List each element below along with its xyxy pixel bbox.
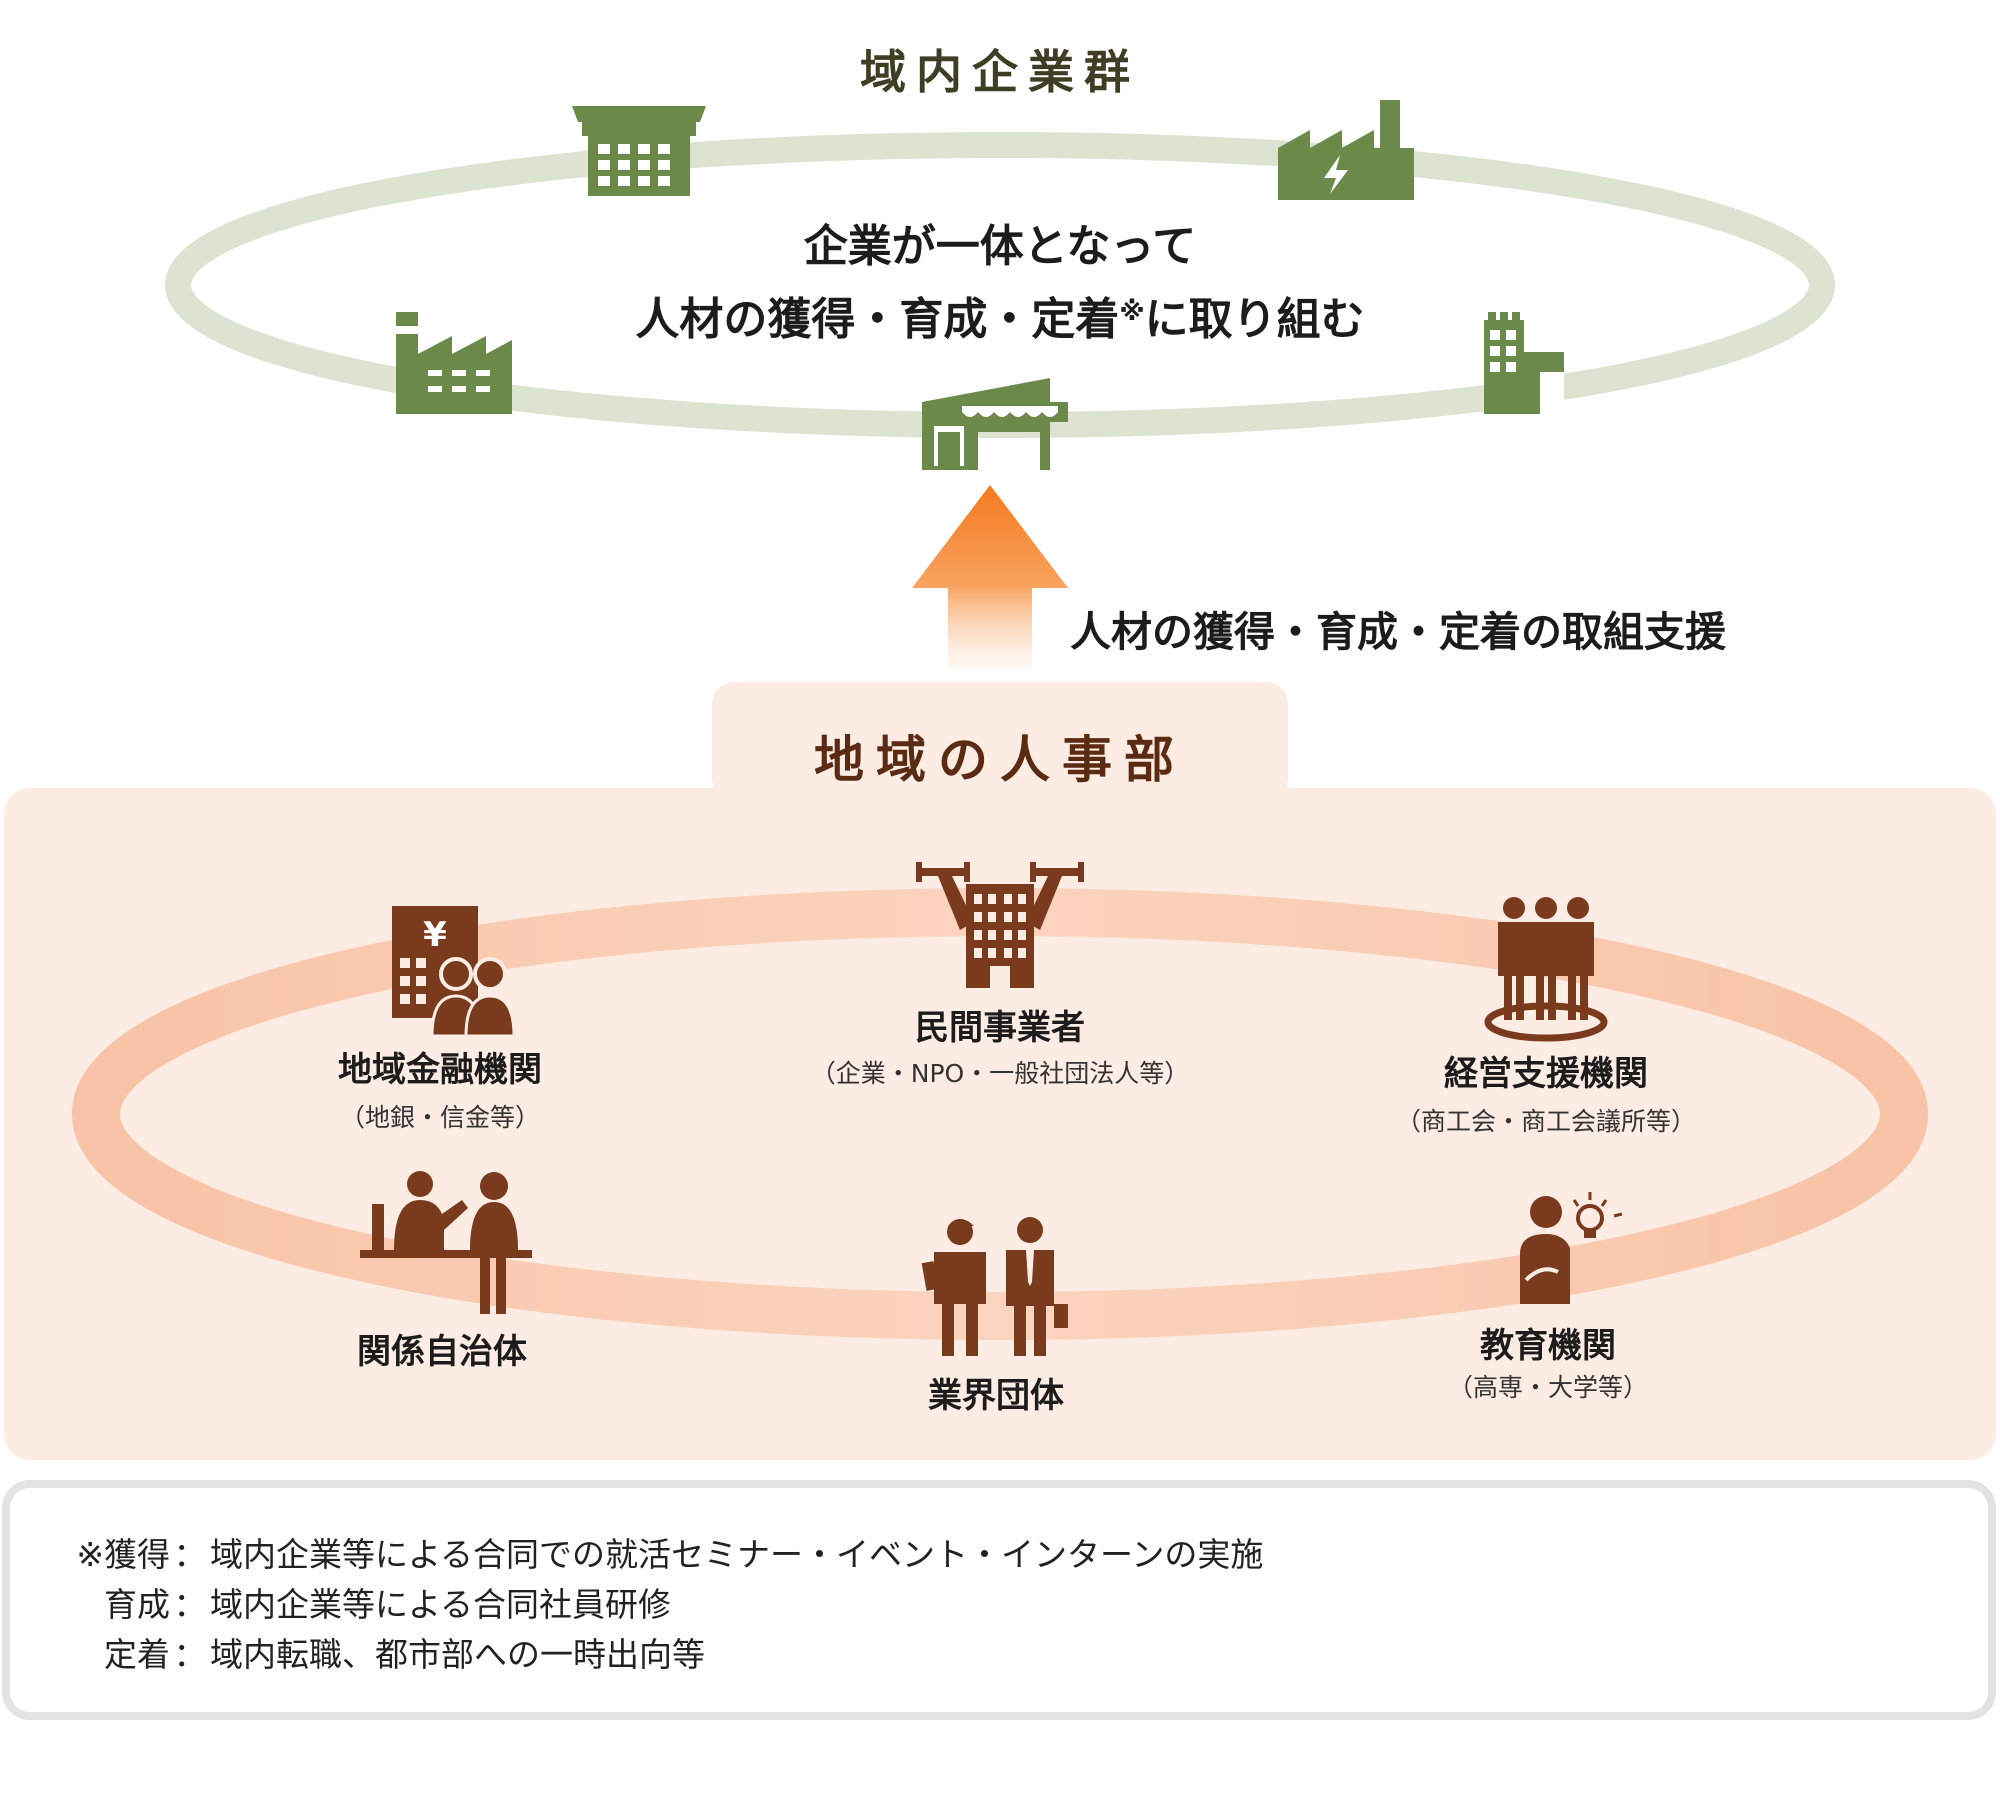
government-counter-icon — [360, 1171, 532, 1314]
note-retention: 定着：域内転職、都市部への一時出向等 — [50, 1628, 705, 1676]
bank-icon: ¥ — [392, 906, 516, 1038]
enterprise-message-main: 人材の獲得・育成・定着 — [635, 294, 1120, 345]
factory-icon — [396, 312, 512, 414]
note-mark: ※ — [76, 1535, 104, 1574]
note-colon: ： — [173, 1635, 207, 1674]
strong-company-icon — [916, 862, 1084, 988]
enterprise-group-title: 域内企業群 — [860, 45, 1140, 99]
shop-icon — [922, 378, 1068, 470]
org-name-management-support: 経営支援機関 — [1444, 1054, 1648, 1094]
apartment-building-icon — [1484, 312, 1564, 414]
org-name-finance: 地域金融機関 — [338, 1050, 542, 1090]
footnote-mark: ※ — [1119, 297, 1145, 327]
regional-hr-tab — [712, 682, 1288, 802]
org-name-industry-association: 業界団体 — [928, 1376, 1064, 1416]
org-sub-management-support: （商工会・商工会議所等） — [1395, 1107, 1696, 1136]
notes-box — [2, 1480, 1996, 1720]
svg-text:¥: ¥ — [423, 915, 447, 955]
note-term: 獲得 — [104, 1535, 170, 1574]
org-name-municipality: 関係自治体 — [357, 1332, 527, 1372]
enterprise-message-line1: 企業が一体となって — [803, 221, 1197, 272]
org-sub-education: （高専・大学等） — [1447, 1373, 1648, 1402]
org-sub-private: （企業・NPO・一般社団法人等） — [810, 1059, 1190, 1088]
note-text: 域内企業等による合同での就活セミナー・イベント・インターンの実施 — [210, 1535, 1264, 1574]
support-arrow-label: 人材の獲得・育成・定着の取組支援 — [1070, 608, 1726, 656]
note-text: 域内転職、都市部への一時出向等 — [210, 1635, 705, 1674]
industry-workers-icon — [921, 1217, 1068, 1356]
power-plant-icon — [1278, 100, 1414, 200]
enterprise-message-line2: 人材の獲得・育成・定着※に取り組む — [500, 283, 1500, 347]
student-idea-icon — [1520, 1192, 1623, 1304]
note-colon: ： — [173, 1585, 207, 1624]
note-acquisition: ※獲得：域内企業等による合同での就活セミナー・イベント・インターンの実施 — [50, 1528, 1263, 1576]
note-development: 育成：域内企業等による合同社員研修 — [50, 1578, 671, 1626]
note-text: 域内企業等による合同社員研修 — [210, 1585, 672, 1624]
note-term: 育成 — [104, 1585, 170, 1624]
support-arrow — [912, 485, 1068, 668]
office-building-icon — [572, 106, 706, 196]
note-term: 定着 — [104, 1635, 170, 1674]
business-group-icon — [1484, 897, 1608, 1042]
enterprise-message-tail: に取り組む — [1144, 294, 1365, 345]
org-sub-finance: （地銀・信金等） — [339, 1103, 540, 1132]
org-name-private: 民間事業者 — [915, 1008, 1085, 1048]
regional-hr-title: 地域の人事部 — [814, 731, 1186, 789]
org-name-education: 教育機関 — [1480, 1326, 1616, 1366]
note-colon: ： — [173, 1535, 207, 1574]
